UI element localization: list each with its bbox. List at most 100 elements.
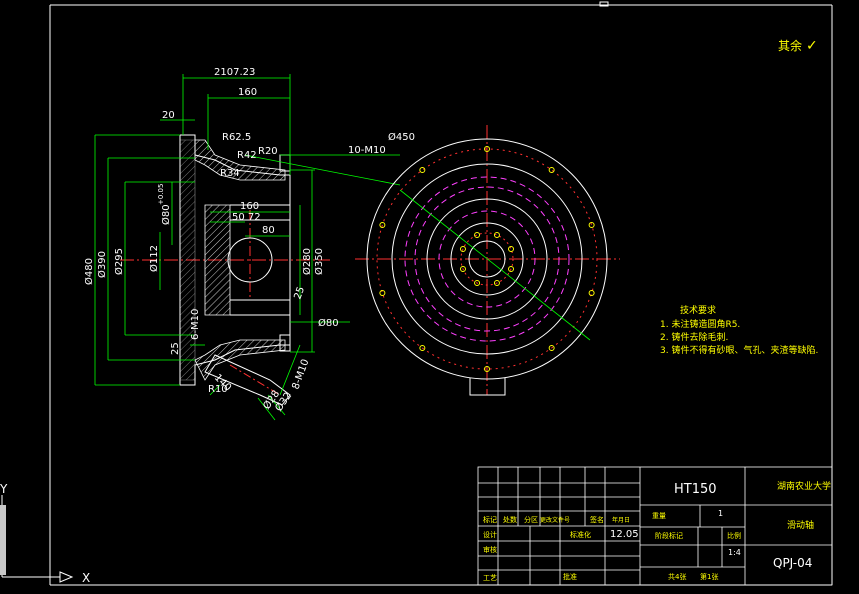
- ucs-icon: [0, 495, 74, 583]
- title-col-2: 更改文件号: [540, 516, 570, 524]
- axis-x-label: X: [82, 571, 90, 585]
- bolt-hole: [588, 222, 595, 229]
- section-dimension-lines: [94, 74, 401, 421]
- title-sheet-total: 共4张: [668, 572, 686, 581]
- title-row-2: 审核: [483, 545, 497, 554]
- title-col-3: 签名: [590, 515, 604, 524]
- title-cell-scale: 比例: [727, 531, 741, 540]
- bolt-holes: [379, 146, 595, 372]
- title-cell-standard: 标准化: [570, 530, 591, 539]
- title-col-4: 年月日: [612, 516, 630, 524]
- title-school: 湖南农业大学: [777, 480, 831, 492]
- dim-m10-bottom: 8-M10: [290, 358, 311, 391]
- dim-160-top: 160: [238, 87, 257, 98]
- hatch-bottom-web: [194, 339, 286, 381]
- bolt-circle: [376, 148, 598, 370]
- bolt-hole: [419, 344, 426, 351]
- bolt-hole: [484, 146, 490, 152]
- dim-d480: Ø480: [83, 258, 95, 285]
- section-bore-circle: [227, 237, 273, 283]
- dia-leader: [399, 189, 591, 341]
- bolt-hole: [419, 167, 426, 174]
- dim-d80-bottom: Ø80: [318, 317, 339, 329]
- bolt-hole: [493, 231, 500, 238]
- dim-2107: 2107.23: [214, 67, 255, 78]
- title-sheet-no: 第1张: [700, 572, 718, 581]
- dim-r34: R34: [220, 168, 240, 179]
- bolt-hole: [474, 231, 481, 238]
- dim-d350: Ø350: [313, 248, 325, 275]
- bolt-hole: [493, 280, 500, 287]
- dim-r20: R20: [258, 146, 278, 157]
- axis-y-label: Y: [0, 482, 8, 496]
- hidden-circle-1: [404, 176, 570, 342]
- title-row-3: 工艺: [483, 574, 497, 582]
- bolt-hole: [474, 280, 481, 287]
- hatch-top-web: [194, 139, 286, 181]
- hidden-circle-2: [414, 186, 560, 332]
- bolt-hole: [508, 246, 515, 253]
- title-cell-approve: 批准: [563, 572, 577, 581]
- front-tab: [469, 378, 506, 396]
- dim-25: 25: [292, 285, 307, 301]
- tech-note-3: 3. 铸件不得有砂眼、气孔、夹渣等缺陷.: [660, 344, 818, 356]
- title-cell-weight: 重量: [652, 512, 666, 520]
- title-col-0: 处数: [503, 515, 517, 524]
- roughness-label: 其余: [778, 38, 802, 53]
- outer-circle: [366, 138, 608, 380]
- title-row-1: 设计: [483, 530, 497, 539]
- title-part-name: 滑动轴: [787, 519, 814, 531]
- hatch-hub: [204, 204, 231, 316]
- tech-notes-title: 技术要求: [680, 304, 716, 316]
- dim-r42: R42: [237, 150, 257, 161]
- bolt-hole: [508, 265, 515, 272]
- dim-50-72: 50 72: [232, 212, 261, 223]
- center-bore: [468, 240, 506, 278]
- dim-d112: Ø112: [148, 245, 160, 272]
- ucs-marker: [0, 505, 6, 575]
- bolt-hole: [379, 222, 386, 229]
- dim-d450: Ø450: [388, 131, 415, 143]
- bolt-hole: [459, 265, 466, 272]
- title-row-0: 标记: [483, 515, 497, 524]
- dim-m10-left: 6-M10: [190, 309, 201, 340]
- dim-160-mid: 160: [240, 201, 259, 212]
- dim-d280: Ø280: [301, 248, 313, 275]
- bolt-hole: [484, 366, 490, 372]
- dim-r10: R10: [208, 384, 228, 395]
- circle-5: [450, 222, 524, 296]
- frame-corner-mark: [599, 1, 609, 7]
- dim-d80-tol: Ø80: [160, 204, 172, 225]
- tech-note-1: 1. 未注铸造圆角R5.: [660, 318, 740, 330]
- bolt-hole: [459, 246, 466, 253]
- title-col-1: 分区: [524, 515, 538, 524]
- title-date: 12.05: [610, 529, 639, 540]
- hidden-circle-3: [438, 210, 536, 308]
- section-view: 2107.23 160 20 R62.5 R42 R34 R20 160 50 …: [83, 67, 415, 421]
- title-scale: 1:4: [728, 548, 741, 557]
- dim-20: 20: [162, 110, 175, 121]
- dim-80-h: 80: [262, 225, 275, 236]
- bolt-hole: [548, 167, 555, 174]
- section-inclined-arm: [204, 354, 291, 406]
- hatch-flange: [179, 139, 196, 381]
- bolt-hole: [379, 289, 386, 296]
- tech-note-2: 2. 铸件去除毛刺.: [660, 331, 728, 343]
- dim-tolerance: +0.05: [157, 184, 165, 205]
- dim-d295: Ø295: [113, 248, 125, 275]
- circle-4: [426, 198, 548, 320]
- roughness-check-icon: ✓: [806, 38, 818, 54]
- inner-bolt-circle: [460, 232, 514, 286]
- title-drawing-no: QPJ-04: [773, 556, 812, 570]
- title-block: [477, 466, 833, 586]
- circle-3: [391, 163, 583, 355]
- dim-m10-top: 10-M10: [348, 145, 386, 156]
- front-view: [355, 125, 620, 396]
- dim-25-small: 25: [170, 342, 181, 355]
- title-cell-stage: 阶段标记: [655, 531, 683, 540]
- dim-r62: R62.5: [222, 132, 251, 143]
- bolt-hole: [588, 289, 595, 296]
- bolt-hole: [548, 344, 555, 351]
- bolt-bottom: [279, 334, 291, 352]
